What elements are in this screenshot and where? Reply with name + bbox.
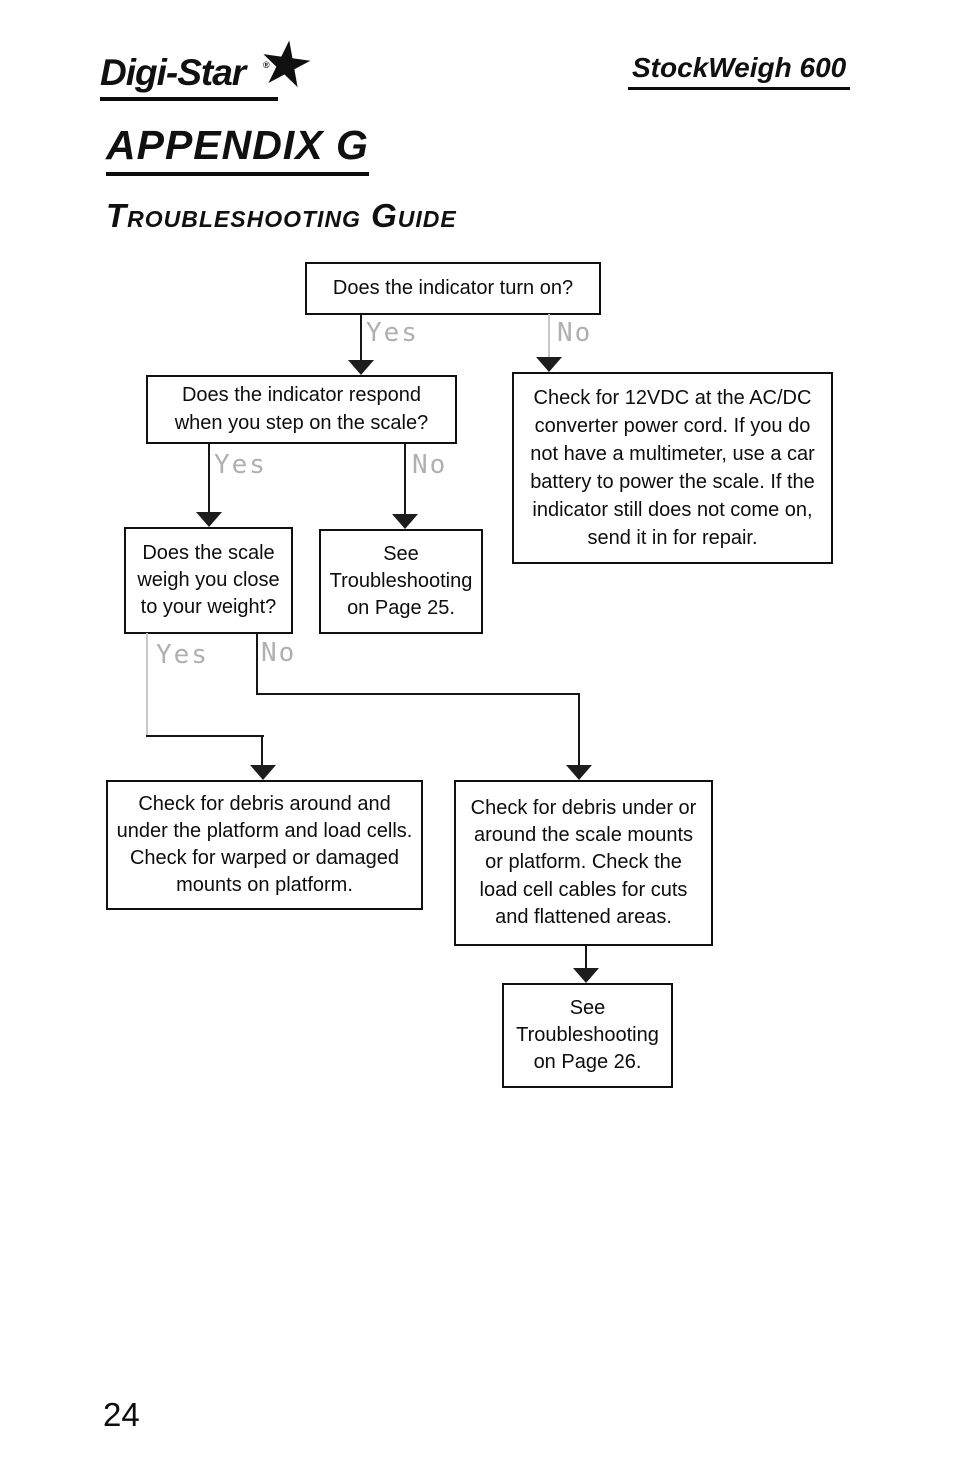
flow-node-see-page-26: See Troubleshooting on Page 26. [502,983,673,1088]
connector-q3-no-line-vertical [256,633,258,695]
arrow-down-icon [392,514,418,529]
flow-node-debris-platform: Check for debris around and under the pl… [106,780,423,910]
arrow-down-icon [196,512,222,527]
flow-node-indicator-turn-on: Does the indicator turn on? [305,262,601,315]
branch-label-yes: Yes [156,640,209,670]
connector-q2-no-line [404,444,406,516]
connector-q3-yes-line-drop [261,735,263,767]
branch-label-no: No [261,638,297,668]
flow-node-see-page-25: See Troubleshooting on Page 25. [319,529,483,634]
branch-label-yes: Yes [214,450,267,480]
star-icon: ★ [253,26,319,103]
connector-q3-no-line-drop [578,693,580,767]
flow-node-indicator-respond: Does the indicator respond when you step… [146,375,457,444]
branch-label-no: No [412,450,448,480]
connector-q1-no-line [548,314,550,360]
arrow-down-icon [250,765,276,780]
appendix-heading: APPENDIX G [106,122,369,176]
guide-heading: Troubleshooting Guide [106,197,457,234]
flow-node-check-12vdc: Check for 12VDC at the AC/DC converter p… [512,372,833,564]
connector-q2-yes-line [208,444,210,514]
connector-q3-yes-line-vertical [146,633,148,737]
page-number: 24 [103,1396,140,1433]
arrow-down-icon [348,360,374,375]
connector-debris-to-see26-line [585,946,587,970]
branch-label-no: No [557,318,593,348]
registered-trademark-icon: ® [263,60,270,70]
arrow-down-icon [536,357,562,372]
connector-q3-no-line-horizontal [256,693,580,695]
product-title: StockWeigh 600 [628,52,851,90]
branch-label-yes: Yes [366,318,419,348]
logo-text: Digi-Star [100,52,246,93]
flow-node-weigh-close: Does the scale weigh you close to your w… [124,527,293,634]
flow-node-debris-mounts: Check for debris under or around the sca… [454,780,713,946]
connector-q1-yes-line [360,314,362,363]
logo-underline [100,97,278,101]
arrow-down-icon [566,765,592,780]
arrow-down-icon [573,968,599,983]
connector-q3-yes-line-horizontal [146,735,264,737]
digi-star-logo: Digi-Star ® ★ [100,26,318,110]
